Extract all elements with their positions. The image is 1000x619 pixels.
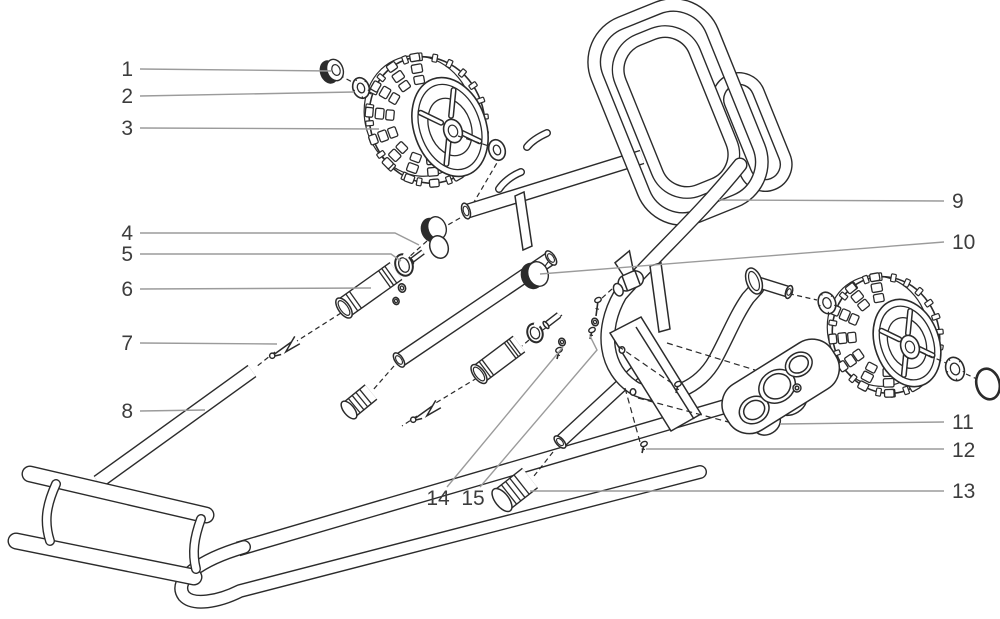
support-strut-2: [649, 262, 671, 333]
part-label-4: 4: [121, 222, 133, 245]
hub-washer: [487, 138, 507, 162]
bracket-screw: [674, 380, 682, 394]
part-label-15: 15: [461, 487, 484, 510]
leader-line-6: [139, 287, 372, 290]
hardware-parts: [319, 58, 1000, 513]
retaining-ring: [526, 321, 544, 344]
part-label-7: 7: [121, 332, 133, 355]
assembly-axis-lines-over: [457, 135, 947, 364]
leader-line-7: [139, 342, 278, 345]
cam-clamp: [612, 249, 645, 297]
leader-line-3: [139, 127, 380, 130]
nut-15: [590, 317, 600, 327]
retainer-clips: [268, 336, 442, 424]
leader-line-4: [140, 232, 420, 246]
leader-line-11: [779, 421, 945, 425]
leader-line-15: [479, 335, 598, 488]
callout-labels: 1 2 3 4 5 6 7 8 9 10 11 12 13 14 15: [121, 58, 975, 510]
leader-line-2: [139, 91, 355, 97]
part-label-3: 3: [121, 117, 133, 140]
part-label-2: 2: [121, 85, 133, 108]
plug-disc: [428, 235, 450, 259]
part-label-14: 14: [426, 487, 450, 510]
wheels: [363, 52, 944, 398]
leader-line-14: [446, 346, 564, 488]
roll-pin-2: [542, 312, 562, 330]
gun-holder-bracket: [721, 338, 841, 436]
nut-small: [397, 283, 407, 293]
part-label-6: 6: [121, 278, 133, 301]
part-label-5: 5: [121, 243, 133, 266]
washer-right-inner: [817, 291, 837, 315]
wire-clip: [409, 400, 442, 424]
leader-line-9: [718, 199, 945, 202]
part-label-8: 8: [121, 400, 133, 423]
end-plug-10: [520, 261, 550, 290]
nut-14: [557, 337, 567, 347]
washer-2: [351, 76, 371, 100]
washer-right-outer: [944, 356, 966, 382]
threaded-plug: [340, 384, 378, 420]
part-label-10: 10: [952, 231, 975, 254]
frame-tubes: [7, 0, 793, 609]
knobby-wheel: [826, 272, 944, 398]
bracket-screw-12: [640, 440, 648, 454]
part-label-13: 13: [952, 480, 975, 503]
wire-clip-7: [268, 336, 301, 360]
hub-cap: [974, 367, 1000, 401]
stub-flange: [744, 267, 764, 295]
leader-lines: [139, 68, 945, 492]
axle-tube-right: [470, 335, 526, 385]
part-label-12: 12: [952, 439, 975, 462]
washer-1: [319, 58, 345, 84]
frame-brackets: [514, 190, 703, 433]
knobby-wheel: [363, 52, 489, 188]
part-label-1: 1: [121, 58, 133, 81]
plate-hole: [629, 388, 637, 396]
nut-small: [392, 296, 400, 306]
leader-line-10: [539, 241, 945, 275]
screw: [588, 326, 596, 340]
support-strut: [514, 190, 533, 252]
clamp-screw: [594, 296, 602, 317]
leader-line-5: [140, 253, 402, 262]
plate-fold-line: [635, 326, 695, 420]
axle-tube-6: [335, 262, 403, 319]
leader-line-1: [139, 68, 332, 72]
threaded-end-cap-13: [491, 467, 539, 513]
part-label-11: 11: [952, 411, 974, 434]
part-label-9: 9: [952, 190, 964, 213]
leader-line-8: [139, 409, 206, 412]
